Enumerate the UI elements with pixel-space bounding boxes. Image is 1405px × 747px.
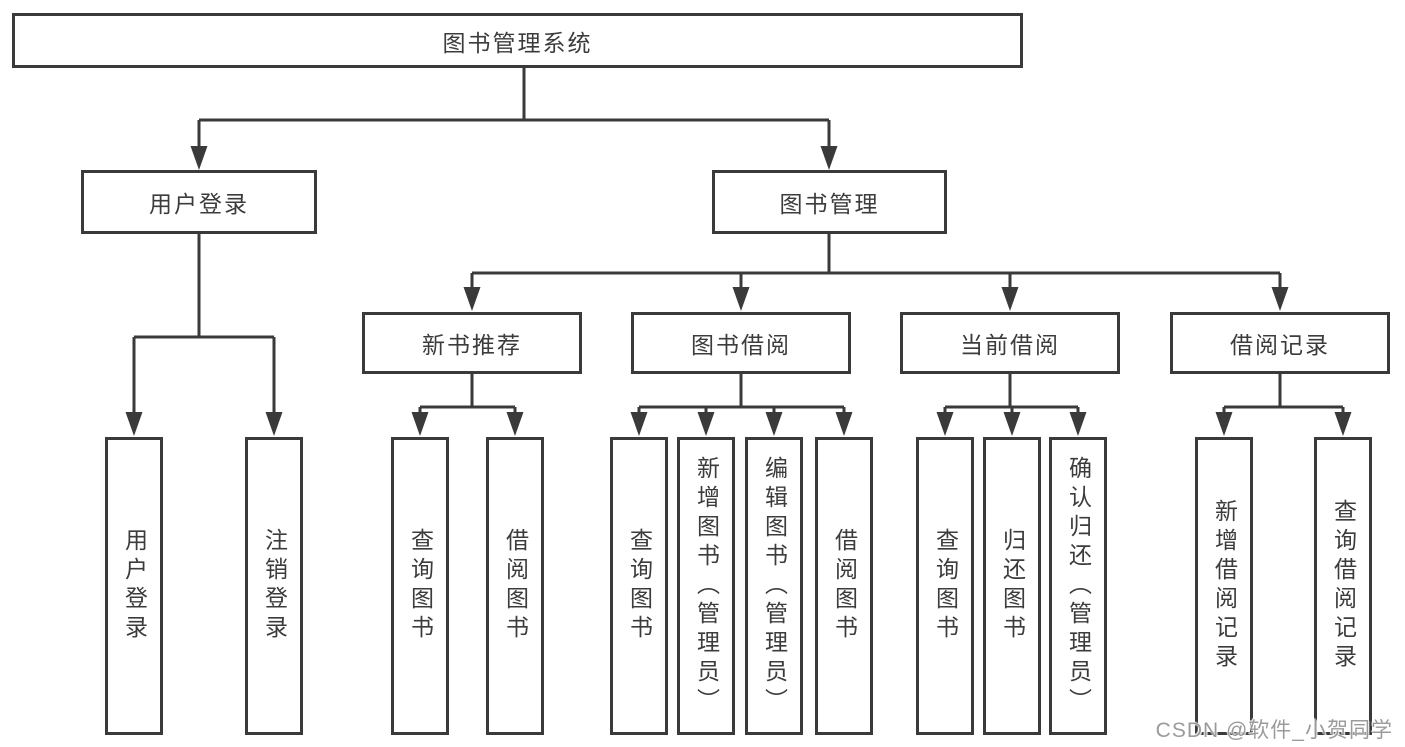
leaf-edit-book-admin-label: 编辑图书（管理员） (761, 455, 788, 717)
node-user-login: 用户登录 (81, 170, 317, 234)
watermark: CSDN @软件_小贺同学 (1155, 719, 1393, 742)
leaf-query-books-current: 查询图书 (916, 437, 974, 735)
node-book-management-label: 图书管理 (779, 191, 880, 217)
leaf-borrow-books-borrowing: 借阅图书 (815, 437, 873, 735)
node-current-borrowing: 当前借阅 (900, 312, 1120, 374)
leaf-query-books-current-label: 查询图书 (932, 528, 959, 644)
leaf-query-books-borrowing: 查询图书 (610, 437, 668, 735)
leaf-return-book: 归还图书 (983, 437, 1041, 735)
leaf-query-borrow-record-label: 查询借阅记录 (1330, 499, 1357, 673)
leaf-confirm-return-admin: 确认归还（管理员） (1049, 437, 1107, 735)
leaf-user-login: 用户登录 (105, 437, 163, 735)
leaf-user-login-label: 用户登录 (121, 528, 148, 644)
node-book-borrowing-label: 图书借阅 (691, 332, 791, 358)
leaf-add-borrow-record-label: 新增借阅记录 (1211, 499, 1238, 673)
node-new-book-recommendation-label: 新书推荐 (422, 332, 522, 358)
node-new-book-recommendation: 新书推荐 (362, 312, 582, 374)
leaf-edit-book-admin: 编辑图书（管理员） (745, 437, 803, 735)
node-user-login-label: 用户登录 (149, 191, 249, 217)
node-book-management: 图书管理 (712, 170, 947, 234)
node-borrowing-records: 借阅记录 (1170, 312, 1390, 374)
leaf-logout-label: 注销登录 (261, 528, 288, 644)
leaf-add-book-admin: 新增图书（管理员） (677, 437, 735, 735)
leaf-query-books-recommend-label: 查询图书 (407, 528, 434, 644)
leaf-query-books-borrowing-label: 查询图书 (626, 528, 653, 644)
leaf-add-borrow-record: 新增借阅记录 (1195, 437, 1253, 735)
leaf-borrow-books-recommend: 借阅图书 (486, 437, 544, 735)
node-root-system: 图书管理系统 (12, 13, 1023, 68)
leaf-borrow-books-recommend-label: 借阅图书 (502, 528, 529, 644)
leaf-query-books-recommend: 查询图书 (391, 437, 449, 735)
leaf-borrow-books-borrowing-label: 借阅图书 (831, 528, 858, 644)
node-borrowing-records-label: 借阅记录 (1230, 332, 1330, 358)
leaf-confirm-return-admin-label: 确认归还（管理员） (1065, 455, 1092, 717)
node-book-borrowing: 图书借阅 (631, 312, 851, 374)
leaf-add-book-admin-label: 新增图书（管理员） (693, 455, 720, 717)
leaf-query-borrow-record: 查询借阅记录 (1314, 437, 1372, 735)
leaf-logout: 注销登录 (245, 437, 303, 735)
node-root-label: 图书管理系统 (442, 29, 593, 56)
node-current-borrowing-label: 当前借阅 (960, 332, 1060, 358)
leaf-return-book-label: 归还图书 (999, 528, 1026, 644)
